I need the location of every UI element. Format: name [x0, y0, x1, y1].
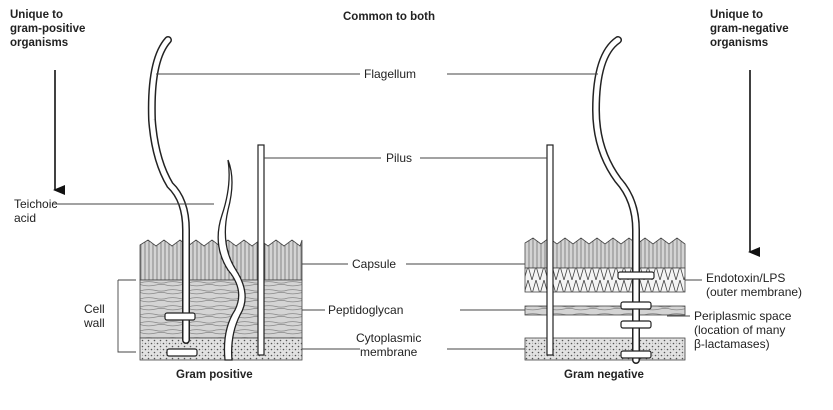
gn-flagellum-ring-4	[621, 351, 651, 358]
gn-pilus	[547, 145, 553, 355]
gram-negative-cell	[525, 40, 685, 360]
gn-flagellum-ring-2	[621, 302, 651, 309]
gn-flagellum-ring-3	[621, 321, 651, 328]
label-flagellum: Flagellum	[364, 67, 416, 81]
caption-gram-positive: Gram positive	[176, 368, 253, 382]
label-peptidoglycan: Peptidoglycan	[328, 303, 403, 317]
gn-flagellum-ring-1	[618, 272, 654, 279]
label-teichoic-acid: Teichoic acid	[14, 197, 57, 225]
label-cytoplasmic-membrane: Cytoplasmic membrane	[356, 331, 421, 359]
heading-unique-gram-negative: Unique to gram-negative organisms	[710, 8, 789, 50]
label-cell-wall: Cell wall	[84, 302, 105, 330]
label-endotoxin-lps: Endotoxin/LPS (outer membrane)	[706, 271, 802, 299]
gp-flagellum-ring-2	[167, 349, 197, 356]
label-capsule: Capsule	[352, 257, 396, 271]
heading-unique-gram-positive: Unique to gram-positive organisms	[10, 8, 85, 50]
gp-pilus	[258, 145, 264, 355]
gp-cytoplasmic-membrane	[140, 338, 302, 360]
caption-gram-negative: Gram negative	[564, 368, 644, 382]
gram-positive-cell	[140, 40, 302, 360]
gp-flagellum-ring-1	[165, 313, 195, 320]
heading-common-to-both: Common to both	[343, 10, 435, 24]
label-periplasmic-space: Periplasmic space (location of many β-la…	[694, 309, 791, 351]
label-pilus: Pilus	[386, 151, 412, 165]
gp-peptidoglycan	[140, 280, 302, 338]
